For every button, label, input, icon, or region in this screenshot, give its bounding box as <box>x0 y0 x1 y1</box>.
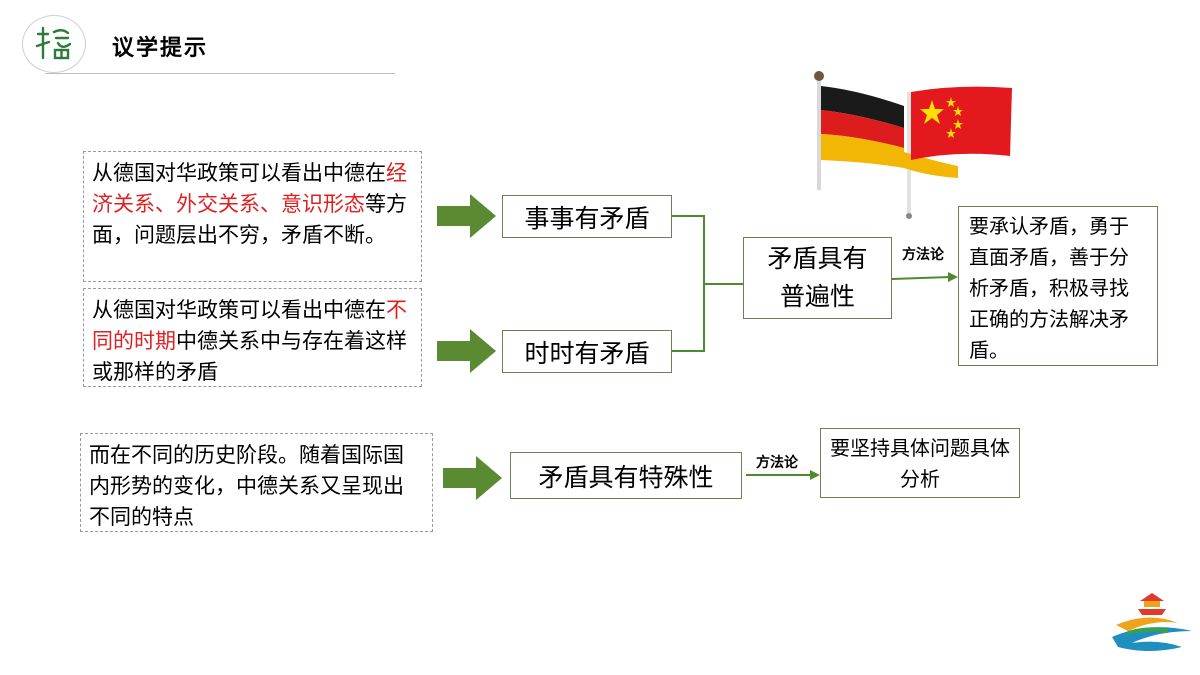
universality-box: 矛盾具有普遍性 <box>743 237 892 319</box>
case-highlight-text: 不同的时期 <box>92 298 407 353</box>
arrow-to-particularity-icon <box>443 456 502 500</box>
logo-calligraphy-icon <box>35 26 72 60</box>
everything-label: 事事有矛盾 <box>524 203 650 233</box>
case-text: 等方面，问题层出不穷，矛盾不断。 <box>92 192 407 247</box>
german-flag-pole-icon <box>817 78 821 190</box>
method-arrow-1-head-icon <box>948 272 958 282</box>
bracket-line <box>672 215 705 352</box>
case-text: 而在不同的历史阶段。随着国际国内形势的变化，中德关系又呈现出不同的特点 <box>89 443 404 529</box>
particularity-method-text: 要坚持具体问题具体分析 <box>830 436 1010 491</box>
universality-method-box: 要承认矛盾，勇于直面矛盾，善于分析矛盾，积极寻找正确的方法解决矛盾。 <box>958 206 1158 366</box>
case-highlight-text: 经济关系、外交关系、意识形态 <box>92 161 407 216</box>
method-label-1: 方法论 <box>902 247 944 263</box>
arrow-to-everything-icon <box>437 194 496 238</box>
universality-label: 矛盾具有普遍性 <box>767 244 868 311</box>
case-box-economic: 从德国对华政策可以看出中德在经济关系、外交关系、意识形态等方面，问题层出不穷，矛… <box>83 151 422 282</box>
flags-illustration <box>814 71 1012 219</box>
always-label: 时时有矛盾 <box>524 338 650 368</box>
particularity-method-box: 要坚持具体问题具体分析 <box>820 428 1020 498</box>
german-flag-icon <box>821 86 958 178</box>
method-label-2: 方法论 <box>756 455 798 471</box>
chinese-flag-icon <box>911 86 1012 160</box>
method-arrow-1-line <box>891 276 951 280</box>
emblem-logo-icon <box>1112 593 1192 651</box>
always-has-contradiction-box: 时时有矛盾 <box>502 330 672 373</box>
particularity-label: 矛盾具有特殊性 <box>538 462 714 492</box>
particularity-box: 矛盾具有特殊性 <box>510 452 742 499</box>
page-title: 议学提示 <box>112 36 209 61</box>
case-box-historical: 而在不同的历史阶段。随着国际国内形势的变化，中德关系又呈现出不同的特点 <box>80 433 433 532</box>
arrow-to-always-icon <box>437 329 496 373</box>
case-text: 从德国对华政策可以看出中德在 <box>92 298 386 322</box>
case-text: 中德关系中与存在着这样或那样的矛盾 <box>92 329 407 384</box>
universality-method-text: 要承认矛盾，勇于直面矛盾，善于分析矛盾，积极寻找正确的方法解决矛盾。 <box>969 214 1129 362</box>
method-arrow-2-head-icon <box>810 470 820 480</box>
case-box-periods: 从德国对华政策可以看出中德在不同的时期中德关系中与存在着这样或那样的矛盾 <box>83 288 422 387</box>
everything-has-contradiction-box: 事事有矛盾 <box>502 195 672 238</box>
logo <box>22 15 86 73</box>
case-text: 从德国对华政策可以看出中德在 <box>92 161 386 185</box>
header-divider <box>45 73 395 74</box>
